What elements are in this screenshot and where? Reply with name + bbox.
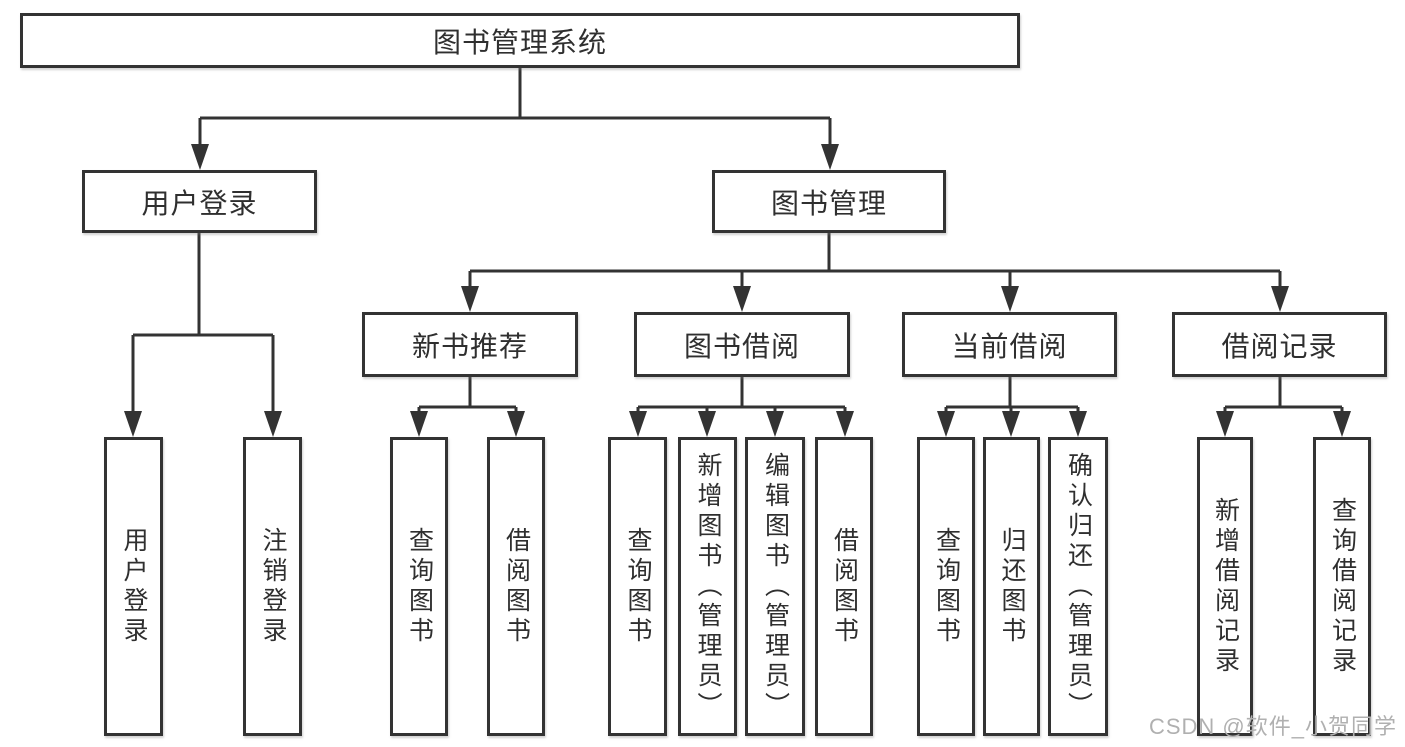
arrowhead <box>264 411 282 437</box>
watermark: CSDN @软件_小贺同学 <box>1148 714 1397 739</box>
node-label: 借阅图书 <box>502 526 531 647</box>
node-library-system: 图书管理系统 <box>20 13 1020 68</box>
node-label: 借阅记录 <box>1221 330 1338 362</box>
arrowhead <box>766 411 784 437</box>
node-label: 确认归还（管理员） <box>1064 451 1093 722</box>
arrowhead <box>836 411 854 437</box>
arrowhead <box>410 411 428 437</box>
arrowhead <box>1333 411 1351 437</box>
arrowhead <box>1001 286 1019 312</box>
leaf-query-books-borrow: 查询图书 <box>608 437 667 736</box>
node-label: 用户登录 <box>120 526 148 647</box>
arrowhead <box>821 144 839 170</box>
node-book-management: 图书管理 <box>712 170 946 233</box>
node-label: 查询图书 <box>624 526 652 647</box>
leaf-return-books: 归还图书 <box>983 437 1040 736</box>
node-label: 图书管理系统 <box>432 26 607 58</box>
leaf-borrow-books: 借阅图书 <box>815 437 873 736</box>
leaf-borrow-books-recommend: 借阅图书 <box>487 437 545 736</box>
node-label: 查询图书 <box>932 526 961 647</box>
leaf-query-borrow-record: 查询借阅记录 <box>1313 437 1371 736</box>
node-label: 查询借阅记录 <box>1328 496 1357 677</box>
leaf-add-borrow-record: 新增借阅记录 <box>1197 437 1253 736</box>
node-label: 新书推荐 <box>411 330 528 362</box>
leaf-user-login: 用户登录 <box>104 437 163 736</box>
arrowhead <box>1069 411 1087 437</box>
arrowhead <box>124 411 142 437</box>
node-label: 用户登录 <box>141 187 258 219</box>
arrowhead <box>937 411 955 437</box>
arrowhead <box>733 286 751 312</box>
arrowhead <box>191 144 209 170</box>
node-label: 当前借阅 <box>951 330 1068 362</box>
node-label: 注销登录 <box>259 526 287 647</box>
node-label: 编辑图书（管理员） <box>761 451 790 722</box>
node-label: 图书管理 <box>770 187 887 219</box>
arrowhead <box>1271 286 1289 312</box>
arrowhead <box>1216 411 1234 437</box>
node-label: 归还图书 <box>998 526 1026 647</box>
leaf-query-books-recommend: 查询图书 <box>390 437 448 736</box>
leaf-add-book-admin: 新增图书（管理员） <box>678 437 737 736</box>
node-new-book-recommendation: 新书推荐 <box>362 312 578 377</box>
arrowhead <box>698 411 716 437</box>
node-label: 新增图书（管理员） <box>694 451 722 722</box>
leaf-edit-book-admin: 编辑图书（管理员） <box>745 437 805 736</box>
arrowhead <box>629 411 647 437</box>
leaf-confirm-return-admin: 确认归还（管理员） <box>1048 437 1108 736</box>
node-current-borrowing: 当前借阅 <box>902 312 1117 377</box>
arrowhead <box>461 286 479 312</box>
node-label: 图书借阅 <box>683 330 800 362</box>
node-label: 查询图书 <box>405 526 434 647</box>
node-borrowing-records: 借阅记录 <box>1172 312 1387 377</box>
arrowhead <box>1002 411 1020 437</box>
node-book-borrowing: 图书借阅 <box>634 312 850 377</box>
leaf-query-books-current: 查询图书 <box>917 437 975 736</box>
node-label: 借阅图书 <box>830 526 859 647</box>
node-user-login: 用户登录 <box>82 170 317 233</box>
node-label: 新增借阅记录 <box>1211 496 1240 677</box>
leaf-logout: 注销登录 <box>243 437 302 736</box>
arrowhead <box>507 411 525 437</box>
